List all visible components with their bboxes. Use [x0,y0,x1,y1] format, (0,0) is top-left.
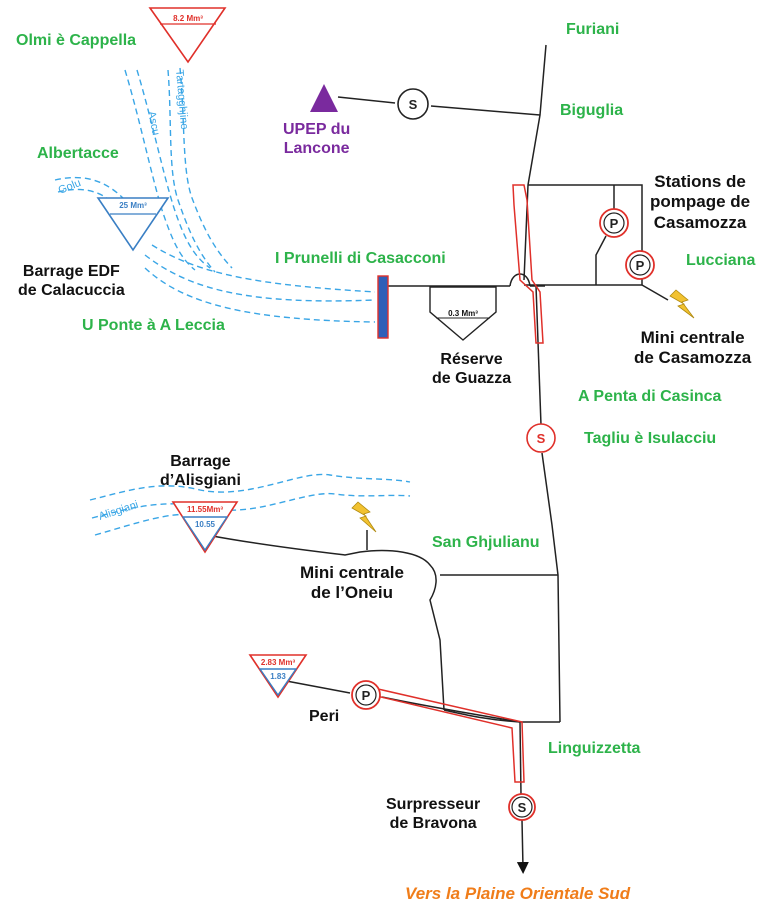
surpresseur-bravona-icon: S [508,793,536,821]
label-barrage-alisgiani: Barrage d’Alisgiani [160,453,241,490]
label-penta: A Penta di Casinca [578,388,722,405]
surpresseur-tagliu-icon: S [526,423,556,453]
reservoir-guazza-icon: 0.3 Mm³ [429,286,497,341]
red-highlight-paths [359,184,544,783]
svg-text:P: P [610,216,619,231]
capacity-guazza: 0.3 Mm³ [448,309,478,318]
label-olmi: Olmi è Cappella [16,32,137,49]
label-prunelli: I Prunelli di Casacconi [275,250,446,267]
lightning-casamozza-icon [669,289,695,319]
label-san-ghjulianu: San Ghjulianu [432,534,540,551]
label-tagliu: Tagliu è Isulacciu [584,430,717,447]
label-lucciana: Lucciana [686,252,756,269]
label-reserve-guazza: Réserve de Guazza [432,351,512,388]
reservoir-peri-icon: 2.83 Mm³ 1.83 [248,654,308,699]
capacity-alisgiani-max: 11.55Mm³ [187,505,223,514]
label-ponte-leccia: U Ponte à A Leccia [82,317,225,334]
svg-text:S: S [537,431,546,446]
capacity-calacuccia: 25 Mm³ [119,201,147,210]
capacity-olmi: 8.2 Mm³ [173,14,203,23]
label-peri: Peri [309,708,340,725]
pipeline-network [206,44,669,874]
river-label-tartagghjine: Tartagghjine [173,69,190,130]
capacity-peri-max: 2.83 Mm³ [261,658,296,667]
label-furiani: Furiani [566,21,620,38]
upep-triangle-icon [310,84,338,112]
label-stations-pompage: Stations de pompage de Casamozza [650,172,751,232]
capacity-peri-current: 1.83 [270,672,286,681]
pump-peri-icon: P [351,680,381,710]
river-main-to-prunelli [144,244,376,323]
reservoir-olmi-icon: 8.2 Mm³ [148,7,227,64]
svg-text:S: S [409,97,418,112]
reservoir-calacuccia-icon: 25 Mm³ [96,197,170,252]
label-linguizzetta: Linguizzetta [548,740,641,757]
pump-casamozza-1-icon: P [599,208,629,238]
label-albertacce: Albertacce [37,145,119,162]
label-surpresseur-bravona: Surpresseur de Bravona [386,796,481,833]
river-tartagghjine [167,67,233,273]
label-mini-centrale-oneiu: Mini centrale de l’Oneiu [300,563,404,603]
label-mini-centrale-casamozza: Mini centrale de Casamozza [634,328,752,368]
lightning-oneiu-icon [351,501,377,533]
label-destination: Vers la Plaine Orientale Sud [405,884,631,903]
pump-casamozza-2-icon: P [625,250,655,280]
label-barrage-calacuccia: Barrage EDF de Calacuccia [18,263,125,300]
river-label-golu: Golu [57,177,83,197]
svg-text:S: S [518,800,527,815]
label-upep-lancone: UPEP du Lancone [283,121,351,158]
capacity-alisgiani-current: 10.55 [195,520,216,529]
river-label-ascu: Ascu [145,110,162,136]
label-biguglia: Biguglia [560,102,624,119]
reservoir-alisgiani-icon: 11.55Mm³ 10.55 [171,501,239,554]
svg-text:P: P [362,688,371,703]
svg-text:P: P [636,258,645,273]
river-label-alisgiani: Alisgiani [97,499,140,523]
surpresseur-lancone-icon: S [397,88,429,120]
weir-prunelli-icon [377,275,389,339]
